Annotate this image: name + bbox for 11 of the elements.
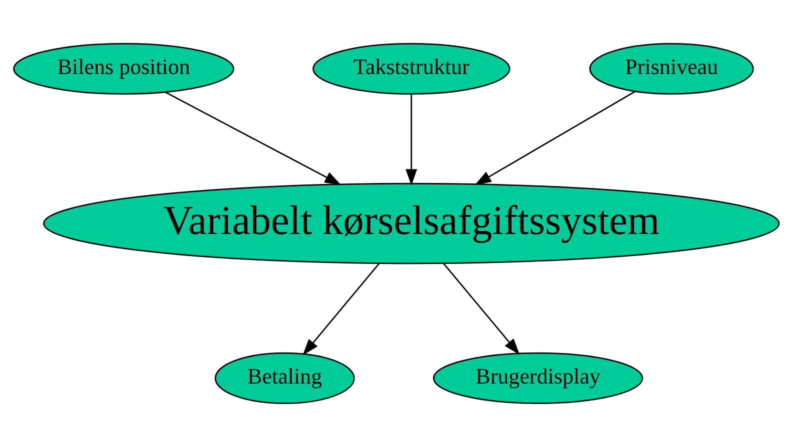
node-ellipse: Brugerdisplay: [432, 352, 644, 404]
arrow: [406, 94, 418, 186]
node-ellipse: Bilens position: [13, 42, 234, 94]
node-ellipse: Takststruktur: [312, 42, 510, 94]
node-ellipse: Betaling: [214, 352, 355, 404]
node-ellipse: Variabelt kørselsafgiftssystem: [43, 182, 780, 264]
node-ellipse: Prisniveau: [589, 42, 754, 94]
arrow: [474, 90, 636, 185]
arrow: [165, 91, 342, 185]
arrow: [302, 262, 380, 355]
arrow: [443, 262, 520, 354]
